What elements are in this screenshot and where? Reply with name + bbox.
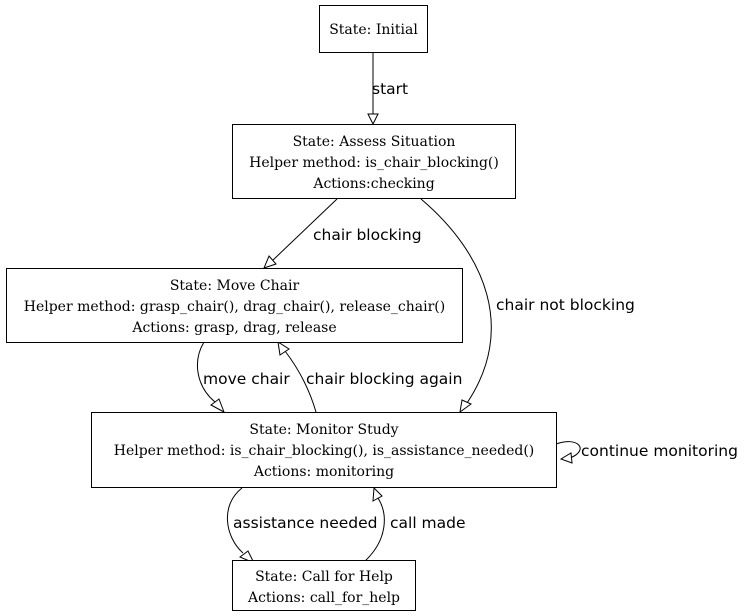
- edge-label-call-made: call made: [390, 514, 466, 532]
- node-move-line-2: Helper method: grasp_chair(), drag_chair…: [24, 299, 445, 315]
- node-assess-line-2: Helper method: is_chair_blocking(): [249, 155, 499, 171]
- node-initial: State: Initial: [319, 5, 428, 53]
- edge-move-chair: move chair: [197, 341, 290, 414]
- node-move-chair: State: Move Chair Helper method: grasp_c…: [6, 268, 463, 343]
- edge-label-chair-not-blocking: chair not blocking: [496, 296, 635, 314]
- node-help-line-1: State: Call for Help: [255, 569, 393, 585]
- node-monitor-line-2: Helper method: is_chair_blocking(), is_a…: [114, 443, 535, 459]
- edge-label-chair-blocking: chair blocking: [313, 226, 422, 244]
- edge-start: start: [367, 52, 408, 126]
- node-call-for-help: State: Call for Help Actions: call_for_h…: [232, 560, 416, 611]
- edge-label-continue-monitoring: continue monitoring: [581, 442, 738, 460]
- edge-label-start: start: [372, 80, 408, 98]
- node-monitor-line-3: Actions: monitoring: [253, 464, 394, 480]
- edge-call-made: call made: [363, 486, 466, 563]
- node-move-line-3: Actions: grasp, drag, release: [131, 320, 336, 336]
- edge-chair-blocking-again: chair blocking again: [277, 340, 462, 413]
- node-monitor-line-1: State: Monitor Study: [249, 422, 398, 438]
- node-monitor-study: State: Monitor Study Helper method: is_c…: [91, 412, 557, 488]
- edge-label-assistance-needed: assistance needed: [233, 514, 378, 532]
- node-assess-line-3: Actions:checking: [312, 176, 434, 192]
- edge-assistance-needed: assistance needed: [227, 487, 378, 564]
- edge-label-chair-blocking-again: chair blocking again: [306, 370, 462, 388]
- node-initial-line-1: State: Initial: [329, 22, 418, 38]
- node-assess-situation: State: Assess Situation Helper method: i…: [232, 124, 516, 199]
- node-move-line-1: State: Move Chair: [170, 278, 300, 294]
- node-help-line-2: Actions: call_for_help: [247, 590, 400, 606]
- edge-continue-monitoring: continue monitoring: [555, 441, 738, 464]
- edge-label-move-chair: move chair: [203, 370, 290, 388]
- edge-chair-blocking: chair blocking: [263, 198, 422, 269]
- node-assess-line-1: State: Assess Situation: [293, 134, 456, 150]
- edge-chair-not-blocking: chair not blocking: [420, 198, 635, 414]
